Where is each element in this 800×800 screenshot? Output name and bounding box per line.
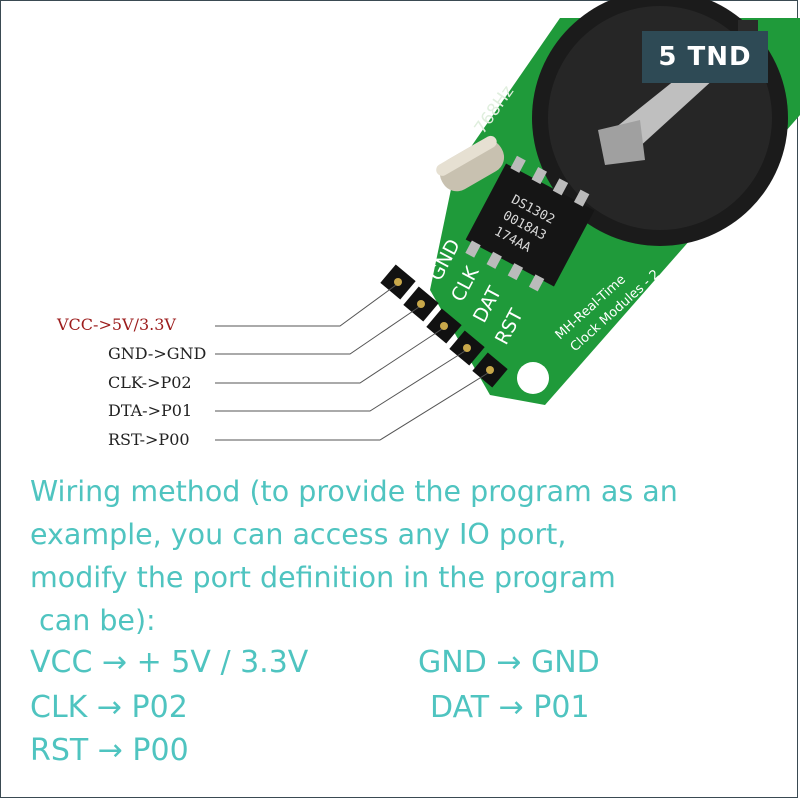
pin-label-rst: RST->P00	[108, 430, 190, 449]
pin-label-gnd: GND->GND	[108, 344, 207, 363]
price-badge: 5 TND	[642, 31, 768, 83]
mount-hole	[517, 362, 549, 394]
wiring-line: can be):	[30, 604, 156, 637]
mapping-vcc: VCC → + 5V / 3.3V	[30, 645, 309, 680]
battery-contact-tab	[598, 120, 645, 165]
crystal-oscillator	[436, 135, 505, 192]
wiring-line: Wiring method (to provide the program as…	[30, 475, 678, 508]
pin-header	[380, 264, 508, 388]
mount-hole	[372, 229, 404, 261]
pin-label-dta: DTA->P01	[108, 401, 193, 420]
pin-label-clk: CLK->P02	[108, 373, 192, 392]
pin-label-vcc: VCC->5V/3.3V	[57, 315, 176, 334]
wiring-line: modify the port definition in the progra…	[30, 561, 616, 594]
leader-lines	[215, 284, 489, 441]
mapping-rst: RST → P00	[30, 733, 189, 768]
mapping-clk: CLK → P02	[30, 690, 188, 725]
wiring-description: Wiring method (to provide the program as…	[30, 470, 790, 642]
wiring-line: example, you can access any IO port,	[30, 518, 567, 551]
ds1302-chip: DS1302 0018A3 174AA	[465, 155, 595, 292]
mapping-dat: DAT → P01	[430, 690, 590, 725]
mapping-gnd: GND → GND	[418, 645, 600, 680]
